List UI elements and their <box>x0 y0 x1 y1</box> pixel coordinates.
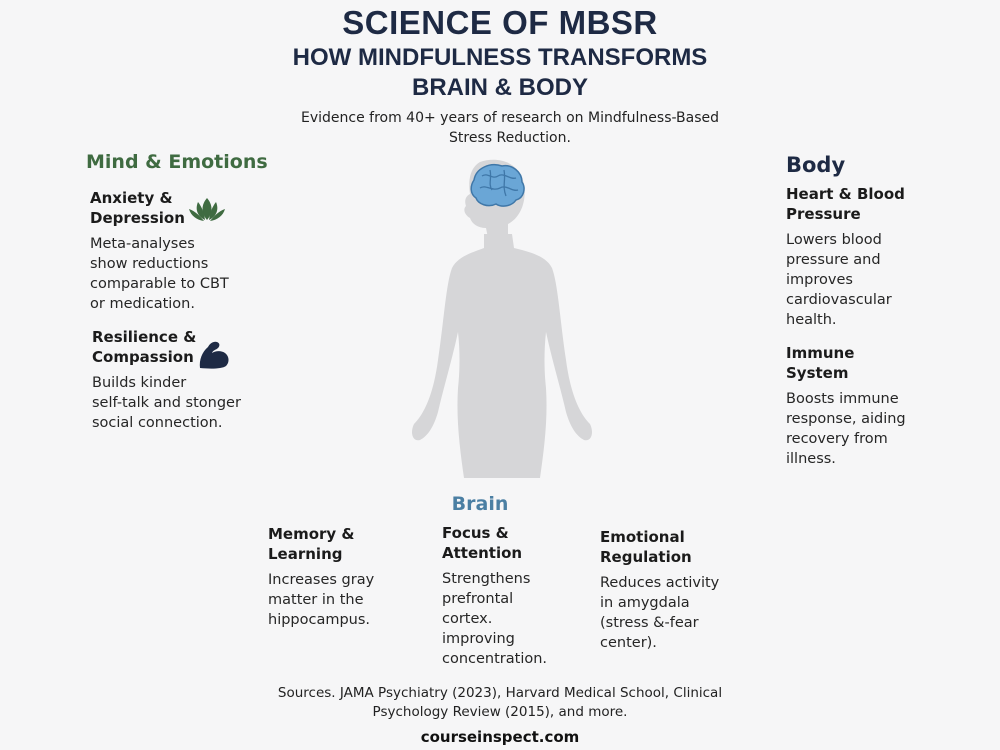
item-text-line: Increases gray <box>268 572 375 588</box>
item-description: Reduces activity in amygdala (stress &-f… <box>600 573 750 653</box>
sources-line-2: Psychology Review (2015), and more. <box>372 704 628 720</box>
item-title: Emotional Regulation <box>600 527 750 567</box>
item-title-line: System <box>786 364 849 382</box>
item-title: Memory & Learning <box>268 524 418 564</box>
item-text-line: social connection. <box>92 415 223 431</box>
item-text-line: or medication. <box>90 296 195 312</box>
item-text-line: concentration. <box>442 651 548 667</box>
item-title: Resilience & Compassion <box>92 327 262 367</box>
flexed-arm-icon <box>199 341 229 369</box>
item-text-line: show reductions <box>90 256 209 272</box>
sources-text: Sources. JAMA Psychiatry (2023), Harvard… <box>260 684 740 722</box>
item-text-line: in amygdala <box>600 595 690 611</box>
item-text-line: self-talk and stonger <box>92 395 241 411</box>
item-text-line: center). <box>600 635 657 651</box>
page-title: SCIENCE OF MBSR <box>342 4 658 41</box>
item-text-line: (stress &-fear <box>600 615 699 631</box>
item-text-line: comparable to CBT <box>90 276 229 292</box>
item-text-line: matter in the <box>268 592 364 608</box>
item-title-line: Memory & <box>268 525 355 543</box>
item-text-line: prefrontal <box>442 591 514 607</box>
anxiety-depression-item: Anxiety & Depression Meta-analyses show … <box>90 188 250 314</box>
heart-blood-pressure-item: Heart & Blood Pressure Lowers blood pres… <box>786 184 956 330</box>
human-body-silhouette <box>412 159 592 478</box>
item-text-line: hippocampus. <box>268 612 371 628</box>
item-description: Lowers blood pressure and improves cardi… <box>786 230 956 330</box>
item-text-line: cardiovascular <box>786 292 892 308</box>
item-description: Increases gray matter in the hippocampus… <box>268 570 418 630</box>
item-text-line: health. <box>786 312 837 328</box>
item-text-line: cortex. <box>442 611 493 627</box>
item-text-line: pressure and <box>786 252 881 268</box>
item-description: Boosts immune response, aiding recovery … <box>786 389 956 469</box>
resilience-compassion-item: Resilience & Compassion Builds kinder se… <box>92 327 262 433</box>
item-text-line: Meta-analyses <box>90 236 195 252</box>
item-title: Anxiety & Depression <box>90 188 250 228</box>
brain-icon <box>470 164 525 207</box>
item-title-line: Anxiety & <box>90 189 173 207</box>
intro-line-2: Stress Reduction. <box>449 130 571 146</box>
immune-system-item: Immune System Boosts immune response, ai… <box>786 343 956 469</box>
item-title-line: Attention <box>442 544 523 562</box>
intro-line-1: Evidence from 40+ years of research on M… <box>300 110 720 126</box>
item-text-line: Reduces activity <box>600 575 720 591</box>
item-title-line: Learning <box>268 545 343 563</box>
emotional-regulation-item: Emotional Regulation Reduces activity in… <box>600 527 750 653</box>
sources-line-1: Sources. JAMA Psychiatry (2023), Harvard… <box>277 685 723 701</box>
intro-text: Evidence from 40+ years of research on M… <box>300 108 720 148</box>
item-title: Focus & Attention <box>442 523 582 563</box>
item-title-line: Pressure <box>786 205 861 223</box>
item-title-line: Immune <box>786 344 855 362</box>
site-link[interactable]: courseinspect.com <box>420 728 580 746</box>
item-text-line: Strengthens <box>442 571 531 587</box>
item-text-line: response, aiding <box>786 411 906 427</box>
item-description: Builds kinder self-talk and stonger soci… <box>92 373 262 433</box>
lotus-icon <box>189 198 225 221</box>
mind-emotions-heading: Mind & Emotions <box>86 151 268 173</box>
item-text-line: Builds kinder <box>92 375 187 391</box>
page-subtitle-line-1: HOW MINDFULNESS TRANSFORMS <box>292 44 708 71</box>
item-description: Strengthens prefrontal cortex. improving… <box>442 569 582 669</box>
item-text-line: improving <box>442 631 515 647</box>
item-text-line: Boosts immune <box>786 391 899 407</box>
item-description: Meta-analyses show reductions comparable… <box>90 234 250 314</box>
item-text-line: Lowers blood <box>786 232 882 248</box>
item-title-line: Heart & Blood <box>786 185 905 203</box>
page-subtitle-line-2: BRAIN & BODY <box>411 74 588 101</box>
memory-learning-item: Memory & Learning Increases gray matter … <box>268 524 418 630</box>
item-title-line: Resilience & <box>92 328 197 346</box>
item-text-line: improves <box>786 272 853 288</box>
brain-heading: Brain <box>451 493 509 515</box>
item-title: Heart & Blood Pressure <box>786 184 956 224</box>
item-text-line: recovery from <box>786 431 888 447</box>
focus-attention-item: Focus & Attention Strengthens prefrontal… <box>442 523 582 669</box>
item-title-line: Emotional <box>600 528 685 546</box>
body-heading: Body <box>786 153 846 177</box>
item-title-line: Compassion <box>92 348 194 366</box>
item-title: Immune System <box>786 343 956 383</box>
item-title-line: Focus & <box>442 524 509 542</box>
item-text-line: illness. <box>786 451 836 467</box>
item-title-line: Regulation <box>600 548 692 566</box>
item-title-line: Depression <box>90 209 185 227</box>
